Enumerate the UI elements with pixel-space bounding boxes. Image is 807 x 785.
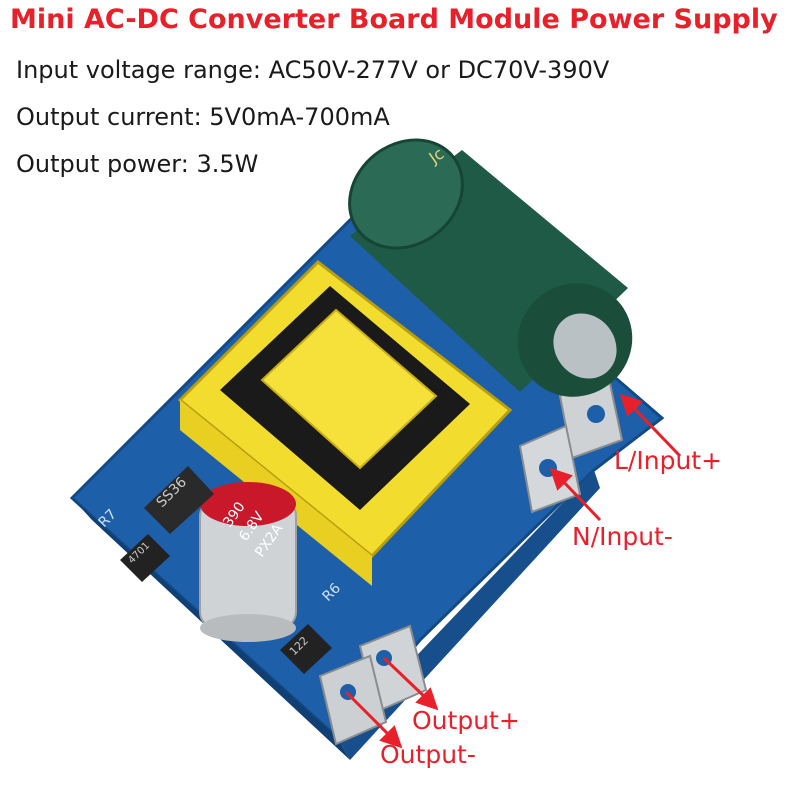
small-capacitor: 390 6.8V PX2A: [199, 482, 297, 642]
page-title: Mini AC-DC Converter Board Module Power …: [10, 4, 778, 35]
diode: SS36: [144, 466, 214, 534]
resistor-122: 122: [280, 624, 332, 674]
spec-output-current: Output current: 5V0mA-700mA: [16, 103, 390, 131]
label-output-negative: Output-: [380, 740, 476, 769]
label-n-input: N/Input-: [572, 522, 673, 551]
label-l-input: L/Input+: [614, 446, 723, 475]
arrow-output-negative: [344, 690, 403, 749]
spec-input-voltage: Input voltage range: AC50V-277V or DC70V…: [16, 56, 610, 84]
large-capacitor: [348, 138, 633, 397]
spec-output-power: Output power: 3.5W: [16, 150, 259, 178]
arrow-l-input: [619, 393, 682, 458]
label-output-positive: Output+: [412, 706, 520, 735]
arrow-n-input: [549, 467, 602, 522]
arrow-output-positive: [382, 656, 439, 711]
